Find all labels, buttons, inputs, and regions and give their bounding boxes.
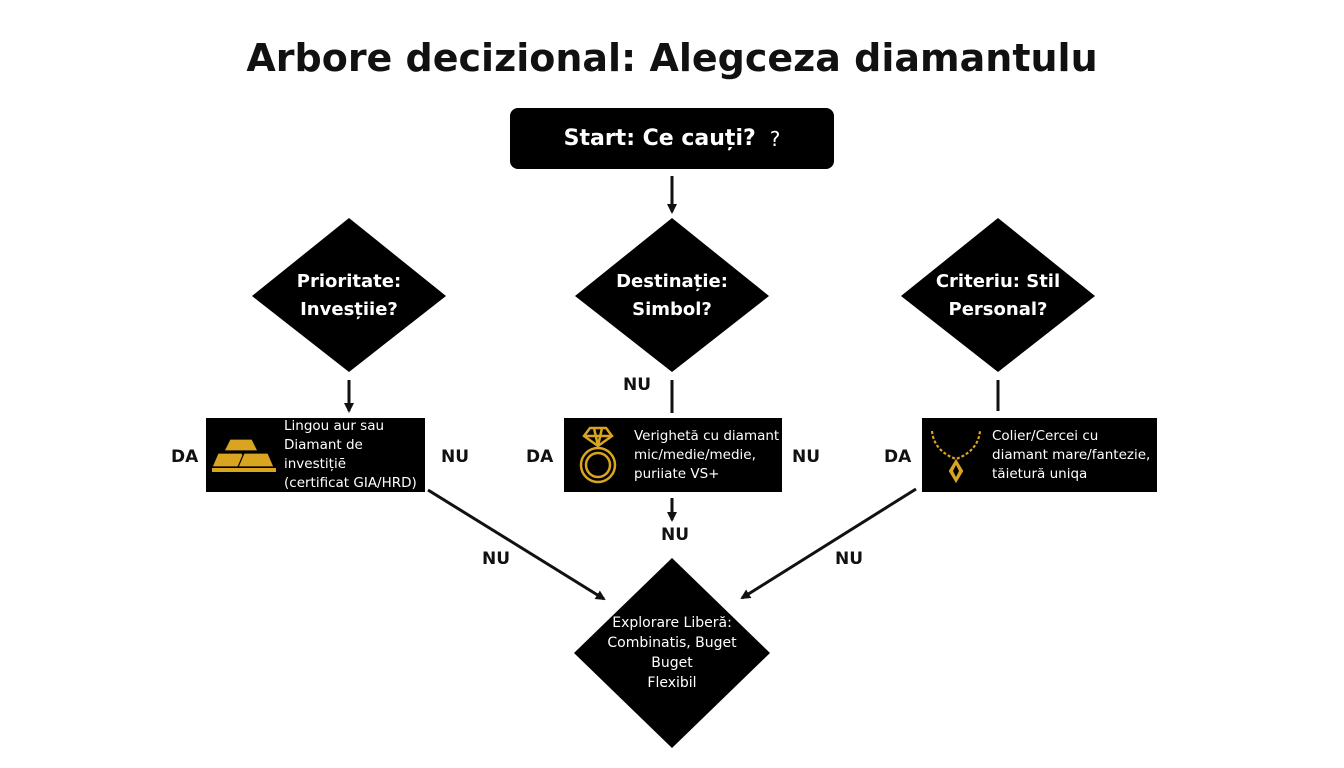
outcome-line: mic/medie/medie, (634, 446, 756, 463)
label-nu-investment: NU (441, 447, 470, 467)
label-da-style: DA (884, 447, 912, 467)
outcome-line: (certificat GIA/HRD) (284, 475, 417, 491)
diamond-ring-icon (570, 424, 626, 486)
outcome-line: tăietură uniqa (992, 465, 1088, 482)
decision-diamond-style (901, 218, 1095, 372)
decision-text-symbol: Destinație: Simbol? (591, 262, 753, 330)
decision-diamond-investment (252, 218, 446, 372)
outcome-line: puriiate VS+ (634, 465, 720, 482)
gold-bar-icon (212, 435, 276, 475)
label-nu-symbol-bottom: NU (661, 525, 690, 545)
decision-text-style: Criteriu: Stil Personal? (917, 262, 1079, 330)
outcome-line: Colier/Cercei cu (992, 427, 1099, 444)
arrow-left-to-final (427, 488, 606, 601)
question-icon: ? (769, 126, 781, 151)
label-nu-symbol-top: NU (623, 375, 652, 395)
decision-line: Invesțiie? (300, 299, 398, 320)
final-line: Combinatis, Buget (607, 635, 737, 651)
arrow-right-to-final (740, 487, 917, 600)
label-da-symbol: DA (526, 447, 554, 467)
outcome-line: Diamant de investițiē (284, 437, 363, 472)
decision-diamond-symbol (575, 218, 769, 372)
start-node-label: Start: Ce cauți? (563, 126, 756, 151)
page-title: Arbore decizional: Alegceza diamantulu (246, 36, 1098, 80)
decision-line: Simbol? (632, 299, 712, 320)
outcome-line: Lingou aur sau (284, 418, 385, 434)
final-line: Flexibil (647, 675, 697, 691)
final-line: Buget (651, 655, 693, 671)
decision-line: Prioritate: (296, 271, 402, 292)
decision-line: Criteriu: Stil (935, 271, 1061, 292)
label-nu-left-arrow: NU (482, 549, 511, 569)
outcome-line: Verighetă cu diamant (634, 427, 780, 444)
decision-text-investment: Prioritate: Invesțiie? (268, 262, 430, 330)
necklace-icon (928, 425, 984, 485)
outcome-line: diamant mare/fantezie, (992, 446, 1151, 463)
final-line: Explorare Liberă: (612, 615, 732, 631)
outcome-box-style: Colier/Cercei cu diamant mare/fantezie, … (922, 418, 1157, 492)
decision-line: Destinație: (616, 271, 728, 292)
start-node: Start: Ce cauți? ? (510, 108, 834, 169)
label-nu-right-arrow: NU (835, 549, 864, 569)
label-nu-symbol: NU (792, 447, 821, 467)
final-text-explore: Explorare Liberă: Combinatis, Buget Buge… (594, 610, 750, 696)
decision-line: Personal? (948, 299, 1048, 320)
final-diamond-explore (574, 558, 770, 748)
outcome-box-symbol: Verighetă cu diamant mic/medie/medie, pu… (564, 418, 782, 492)
outcome-box-investment: Lingou aur sau Diamant de investițiē (ce… (206, 418, 425, 492)
label-da-investment: DA (171, 447, 199, 467)
